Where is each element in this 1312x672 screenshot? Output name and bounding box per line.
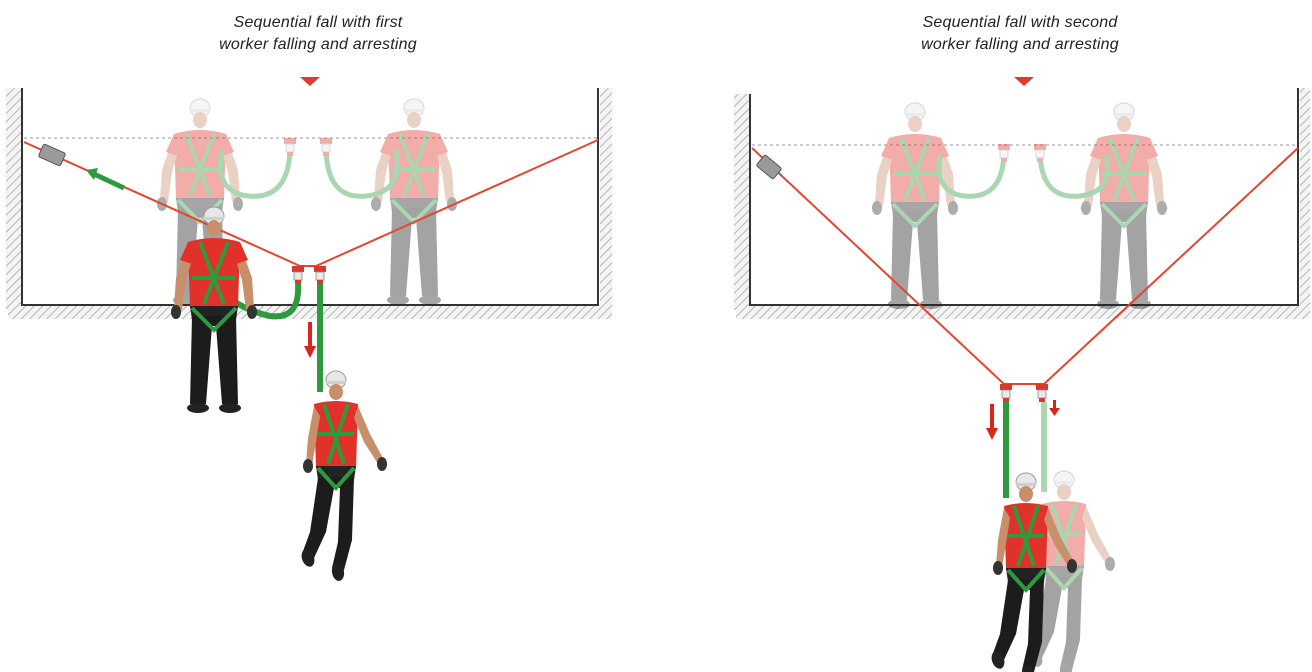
ghost-first-worker <box>1025 402 1117 672</box>
right-caption-line-2: worker falling and arresting <box>921 36 1119 53</box>
tensioner-icon <box>38 143 66 167</box>
left-caption-line-2: worker falling and arresting <box>219 36 417 53</box>
horizontal-lifeline <box>23 139 599 267</box>
floor-hatch <box>8 305 612 319</box>
falling-worker-figure <box>297 369 389 584</box>
small-fall-arrow-icon <box>1049 400 1060 416</box>
shock-absorber-icon-right-2 <box>1035 383 1049 403</box>
fall-point-marker-icon-right <box>1014 77 1034 86</box>
floor-hatch-right <box>736 305 1310 319</box>
right-wall-hatch <box>600 88 612 310</box>
right-wall-hatch-right <box>1300 88 1310 310</box>
fall-direction-arrow-icon-right <box>986 404 998 440</box>
lifeline-pull-arrow <box>92 171 126 191</box>
fall-direction-arrow-icon <box>304 322 316 358</box>
fall-point-marker-icon <box>300 77 320 86</box>
ghost-workers-right <box>870 101 1169 311</box>
right-panel <box>734 77 1310 672</box>
structure-outline-right <box>749 88 1299 306</box>
ghost-workers <box>155 97 459 307</box>
right-panel-caption: Sequential fall with second worker falli… <box>810 12 1230 56</box>
shock-absorber-icon <box>291 265 305 285</box>
horizontal-lifeline-right <box>751 147 1299 385</box>
shock-absorber-icon-2 <box>313 265 327 285</box>
left-panel-caption: Sequential fall with first worker fallin… <box>108 12 528 56</box>
left-wall-hatch <box>6 88 22 310</box>
left-wall-hatch-right <box>734 94 750 310</box>
structure-outline <box>21 88 599 306</box>
left-panel <box>6 77 612 584</box>
right-caption-line-1: Sequential fall with second <box>922 14 1118 31</box>
left-caption-line-1: Sequential fall with first <box>233 14 403 31</box>
standing-worker-lanyard <box>230 283 302 320</box>
shock-absorber-icon-right <box>999 383 1013 403</box>
lifeline-pull-arrowhead <box>86 168 98 180</box>
tensioner-icon-right <box>756 154 782 180</box>
